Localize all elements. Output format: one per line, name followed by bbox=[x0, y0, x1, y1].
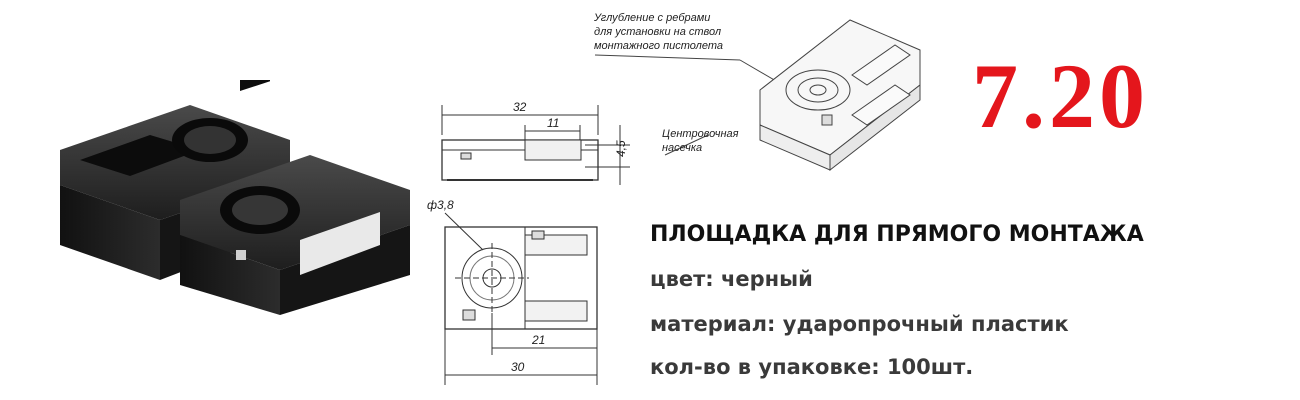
dim-hole-diameter: ф3,8 bbox=[427, 198, 454, 212]
product-photo bbox=[60, 80, 410, 315]
callout-recess-line1: Углубление с ребрами bbox=[593, 12, 710, 24]
dim-slot-width: 11 bbox=[547, 116, 559, 130]
dim-offset: 21 bbox=[531, 333, 545, 347]
callout-recess-line3: монтажного пистолета bbox=[594, 40, 723, 52]
spec-color: цвет: черный bbox=[650, 267, 813, 291]
mount-front bbox=[180, 155, 410, 315]
callout-notch-line2: насечка bbox=[662, 142, 702, 154]
drawing-isometric: Углубление с ребрами для установки на ст… bbox=[593, 12, 921, 172]
spec-material: материал: ударопрочный пластик bbox=[650, 312, 1069, 336]
callout-recess-line2: для установки на ствол bbox=[594, 26, 721, 38]
product-title: ПЛОЩАДКА ДЛЯ ПРЯМОГО МОНТАЖА bbox=[650, 222, 1144, 247]
drawing-side-view: 32 11 4,5 bbox=[441, 100, 630, 185]
dim-length-bottom: 30 bbox=[511, 360, 525, 374]
dim-length-top: 32 bbox=[513, 100, 527, 114]
product-code: 7.20 bbox=[972, 45, 1149, 147]
callout-notch-line1: Центровочная bbox=[662, 128, 739, 140]
drawing-top-view: ф3,8 21 30 bbox=[427, 198, 598, 385]
spec-package-qty: кол-во в упаковке: 100шт. bbox=[650, 355, 974, 379]
dim-height: 4,5 bbox=[614, 140, 628, 157]
